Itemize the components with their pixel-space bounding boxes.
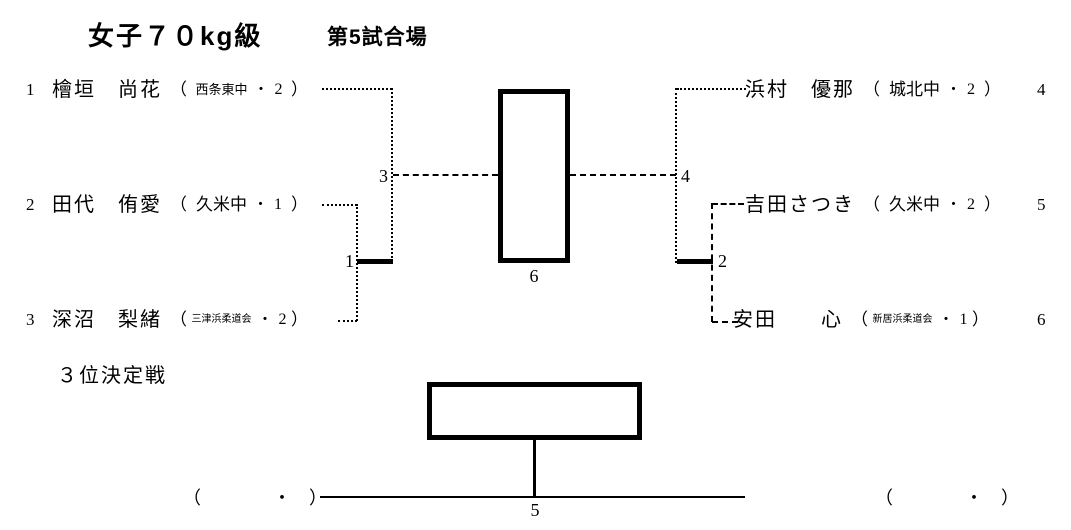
paren-open: （ — [170, 195, 187, 214]
dot-separator: ・ — [938, 312, 954, 328]
line-semi-left-to-final — [393, 174, 498, 176]
affiliation-group: （ 久米中・ 2 ） — [863, 192, 1001, 218]
venue-label: 第5試合場 — [327, 26, 428, 49]
paren-open: （ — [170, 80, 187, 99]
grade: 1 — [274, 196, 282, 213]
line-player4 — [677, 88, 746, 90]
line-player5 — [712, 203, 744, 205]
paren-open: （ — [863, 195, 880, 214]
line-semi-left-vertical — [391, 88, 393, 262]
player-entry-3: 3 深沼 梨緒 （ 三津浜柔道会・ 2） — [26, 307, 308, 333]
match2-number: 2 — [718, 251, 727, 271]
third-place-number: 5 — [530, 500, 540, 520]
line-player3 — [338, 320, 357, 322]
dot-separator: ・ — [257, 312, 273, 328]
line-match1-winner — [357, 259, 393, 264]
affiliation-group: （ 久米中・ 1 ） — [170, 192, 308, 218]
grade: 1 — [959, 311, 968, 328]
final-number: 6 — [529, 266, 539, 286]
paren-close: ） — [984, 80, 1001, 99]
seed-number: 4 — [1037, 80, 1046, 99]
player-entry-1: 1 檜垣 尚花 （ 西条東中・ 2 ） — [26, 77, 308, 103]
affiliation: 久米中 — [195, 195, 247, 214]
player-name: 檜垣 尚花 — [52, 79, 162, 101]
line-player1 — [322, 88, 392, 90]
player-name: 安田 心 — [733, 309, 843, 331]
affiliation: 城北中 — [888, 80, 940, 99]
third-place-heading: ３位決定戦 — [57, 365, 167, 387]
final-winner-box — [498, 89, 570, 263]
player-entry-5: 吉田さつき （ 久米中・ 2 ） — [745, 192, 1001, 218]
player-name: 吉田さつき — [745, 194, 855, 216]
seed-number: 6 — [1037, 310, 1046, 329]
dot-separator: ・ — [253, 82, 269, 98]
paren-close: ） — [972, 310, 989, 329]
affiliation-group: （ 新居浜柔道会・ 1） — [851, 307, 989, 333]
paren-open: （ — [851, 310, 868, 329]
dot-separator: ・ — [252, 197, 268, 213]
dot-separator: ・ — [945, 197, 961, 213]
third-place-right-slot: （ ・ ） — [875, 488, 1019, 508]
line-semi-right-to-final — [570, 174, 676, 176]
player-entry-6: 安田 心 （ 新居浜柔道会・ 1） — [733, 307, 989, 333]
seed-number: 1 — [26, 80, 35, 99]
third-place-vertical-line — [533, 440, 536, 497]
paren-open: （ — [170, 310, 187, 329]
player-name: 田代 侑愛 — [52, 194, 162, 216]
player-name: 深沼 梨緒 — [52, 309, 162, 331]
player-name: 浜村 優那 — [745, 79, 855, 101]
grade: 2 — [967, 81, 975, 98]
affiliation: 三津浜柔道会 — [191, 314, 252, 325]
seed-number: 5 — [1037, 195, 1046, 214]
third-place-left-slot: （ ・ ） — [183, 488, 327, 508]
paren-open: （ — [863, 80, 880, 99]
paren-close: ） — [291, 80, 308, 99]
seed-number: 2 — [26, 195, 35, 214]
paren-close: ） — [291, 310, 308, 329]
semi-left-number: 3 — [379, 166, 388, 186]
line-semi-right-vertical — [675, 88, 677, 263]
grade: 2 — [274, 81, 283, 98]
affiliation: 久米中 — [888, 195, 940, 214]
affiliation-group: （ 城北中・ 2 ） — [863, 77, 1001, 103]
affiliation: 西条東中 — [195, 82, 248, 97]
paren-close: ） — [291, 195, 308, 214]
dot-separator: ・ — [945, 82, 961, 98]
line-match2-vertical — [711, 203, 713, 322]
player-entry-4: 浜村 優那 （ 城北中・ 2 ） — [745, 77, 1001, 103]
seed-number: 3 — [26, 310, 35, 329]
match1-number: 1 — [345, 251, 354, 271]
line-match2-winner — [677, 259, 713, 264]
grade: 2 — [967, 196, 975, 213]
third-place-winner-box — [427, 382, 642, 440]
line-player6 — [712, 321, 738, 323]
paren-close: ） — [984, 195, 1001, 214]
grade: 2 — [278, 311, 287, 328]
third-place-baseline — [320, 496, 745, 498]
page-title: 女子７０kg級 — [88, 21, 263, 51]
affiliation-group: （ 三津浜柔道会・ 2） — [170, 307, 308, 333]
player-entry-2: 2 田代 侑愛 （ 久米中・ 1 ） — [26, 192, 308, 218]
line-player2 — [322, 204, 357, 206]
affiliation: 新居浜柔道会 — [872, 314, 933, 325]
affiliation-group: （ 西条東中・ 2 ） — [170, 77, 308, 103]
semi-right-number: 4 — [681, 166, 690, 186]
